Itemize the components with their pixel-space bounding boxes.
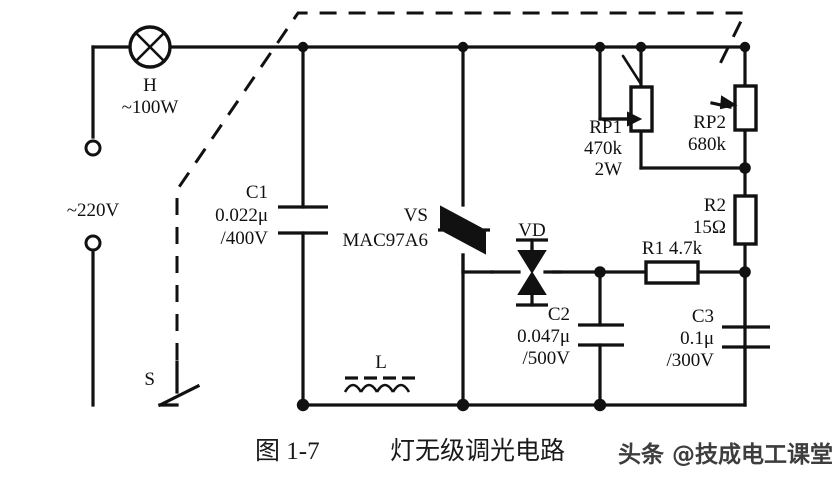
node-dot [594,266,606,278]
supply-terminal-lower [84,234,102,252]
node-dot [297,41,309,53]
lamp-designator-label: H [143,75,157,96]
rp2-value-label: 680k [688,134,727,155]
node-dot [593,398,607,412]
supply-terminals [84,139,102,252]
rp1-designator-label: RP1 [589,117,622,138]
c1-voltage-label: /400V [221,228,269,249]
triac-vs-symbol [438,205,490,274]
rp2-designator-label: RP2 [693,112,726,133]
switch-symbol [157,360,201,408]
figure-title: 灯无级调光电路 [390,436,565,465]
watermark-text: 头条 @技成电工课堂 [618,441,833,468]
c2-voltage-label: /500V [523,348,571,369]
ganging-dashed-link [175,11,748,360]
node-dot [635,41,647,53]
resistor-r2-symbol [733,194,758,246]
resistor-r1-symbol [644,260,700,285]
node-dot [456,398,470,412]
r1-label: R1 4.7k [642,238,703,259]
supply-voltage-label: ~220V [67,200,120,221]
capacitor-c2-symbol [578,323,624,347]
node-dot [739,162,751,174]
c2-designator-label: C2 [548,304,570,325]
vd-designator-label: VD [518,220,545,241]
junction-dots [296,41,751,412]
r2-value-label: 15Ω [693,217,726,238]
c2-value-label: 0.047μ [517,326,570,347]
node-dot [739,41,751,53]
node-dot [296,398,310,412]
c3-designator-label: C3 [692,306,714,327]
potentiometer-rp1-symbol [610,54,654,133]
wiring-branches [301,45,747,407]
r2-designator-label: R2 [704,195,726,216]
capacitor-c1-symbol [278,205,328,235]
c3-value-label: 0.1μ [680,328,714,349]
rp1-power-label: 2W [595,159,623,180]
vs-part-label: MAC97A6 [342,230,428,251]
diac-vd-symbol [490,238,562,307]
inductor-symbol [343,376,415,393]
c1-value-label: 0.022μ [215,205,268,226]
vs-designator-label: VS [404,205,428,226]
node-dot [739,266,751,278]
figure-number: 图 1-7 [255,438,320,465]
inductor-designator-label: L [375,352,387,373]
c3-voltage-label: /300V [667,350,715,371]
c1-designator-label: C1 [246,182,268,203]
rp1-value-label: 470k [584,138,623,159]
node-dot [594,41,606,53]
supply-terminal-upper [84,139,102,157]
lamp-rating-label: ~100W [122,97,179,118]
potentiometer-rp2-symbol [710,84,758,132]
lamp-symbol [128,25,172,69]
capacitor-c3-symbol [722,325,770,349]
node-dot [457,41,469,53]
switch-designator-label: S [144,369,155,390]
